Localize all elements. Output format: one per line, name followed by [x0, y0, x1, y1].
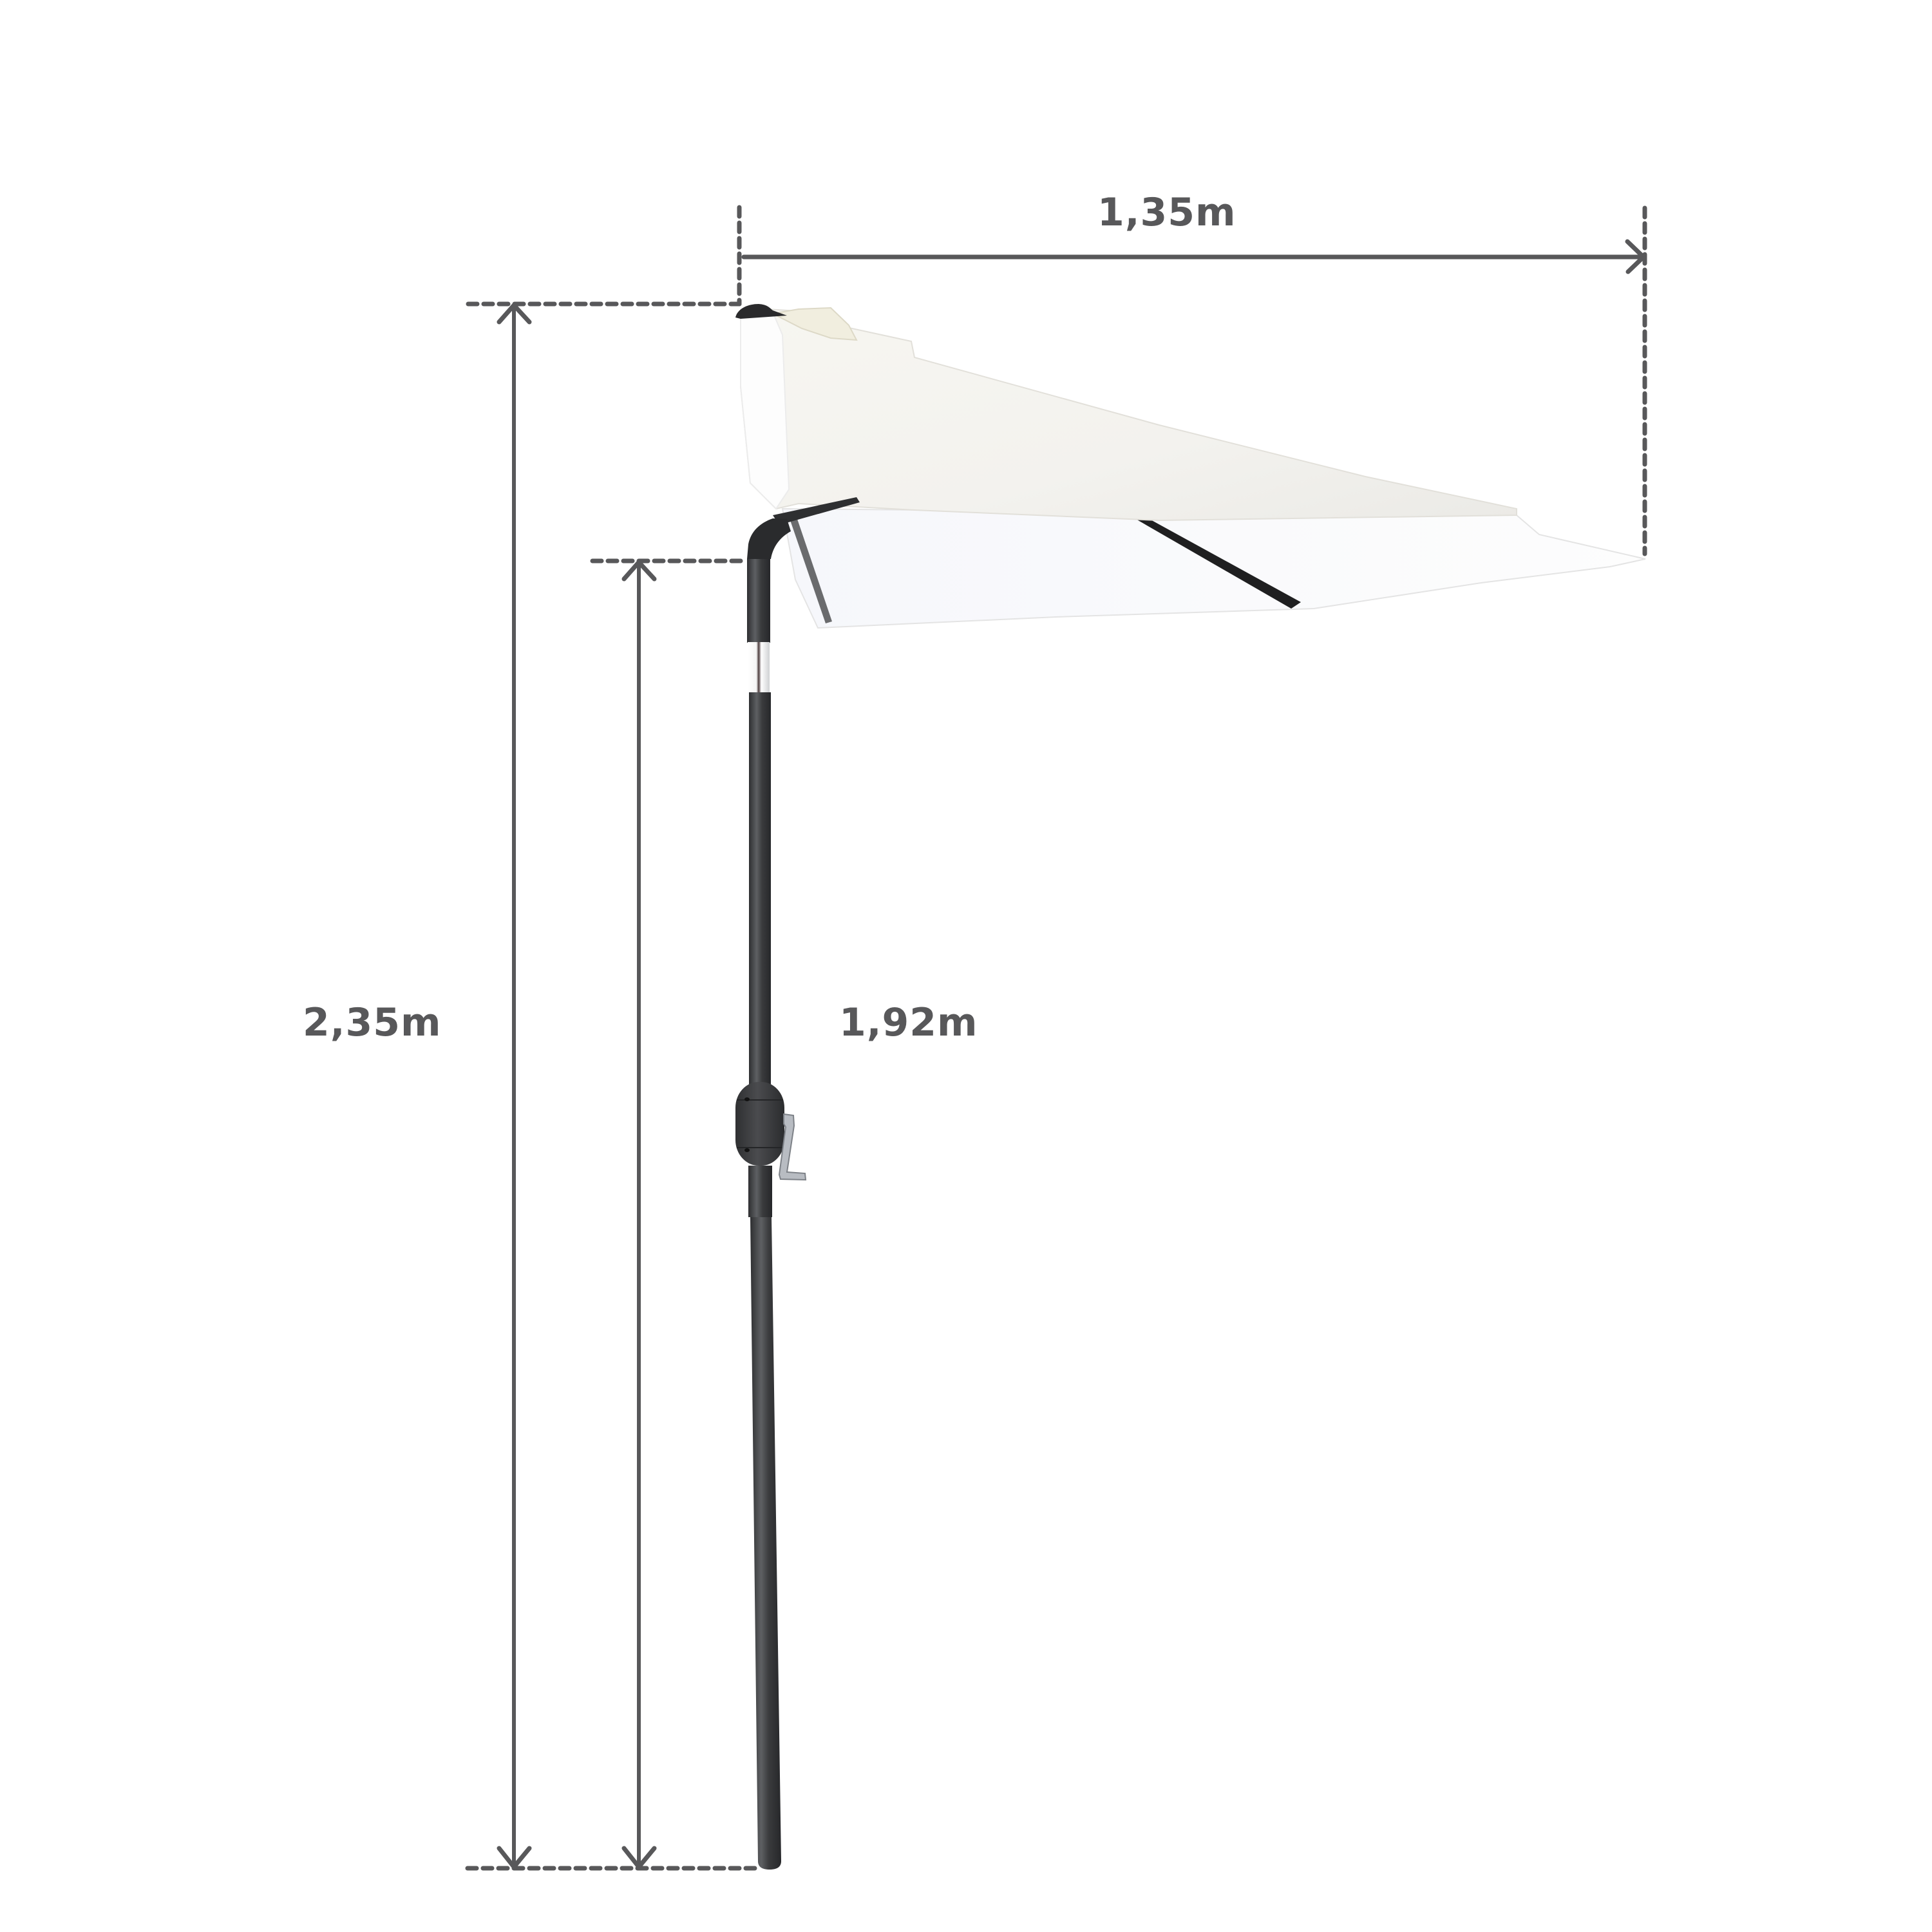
umbrella-illustration [735, 304, 1646, 1870]
width-dimension [737, 205, 1647, 556]
canopy-rib-inner [1135, 518, 1301, 609]
total-height-label: 2,35m [303, 1000, 442, 1045]
pole-elbow-joint [747, 518, 791, 559]
crank-housing [735, 1082, 784, 1166]
canopy-strut-hub [773, 497, 860, 525]
umbrella-top-cap [735, 304, 787, 319]
canopy-lower-panel [781, 507, 1646, 629]
crank-handle-icon [778, 1113, 807, 1181]
canopy-front-fold [740, 311, 790, 510]
pole-sleeve [748, 1166, 772, 1217]
clearance-height-label: 1,92m [839, 1000, 978, 1045]
total-height-arrowhead-top-icon [497, 303, 532, 325]
canopy-upper-panel [740, 308, 1517, 522]
pole-middle [749, 692, 771, 1092]
canopy-vent-flap [770, 307, 858, 341]
total-height-dimension [466, 301, 742, 1870]
crank-mechanism [735, 1082, 807, 1181]
width-arrowhead-icon [1625, 239, 1646, 274]
clearance-arrowhead-top-icon [621, 560, 657, 582]
clearance-height-dimension [590, 558, 747, 1870]
width-label: 1,35m [1097, 190, 1236, 235]
pole-chrome-band [748, 642, 770, 692]
pole-lower [750, 1217, 781, 1870]
canopy-rib-left [790, 517, 832, 623]
pole-upper [747, 559, 770, 643]
